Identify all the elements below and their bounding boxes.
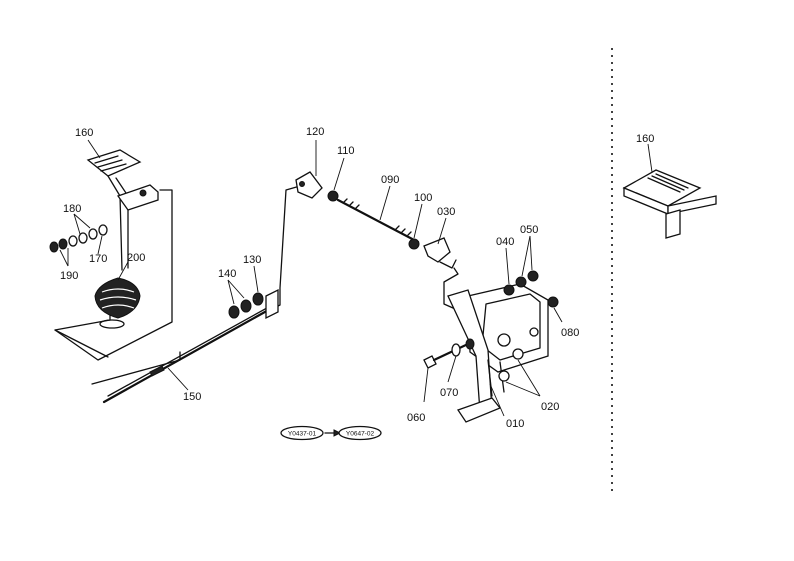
callout-050: 050	[520, 224, 538, 236]
callout-030: 030	[437, 206, 455, 218]
callout-080: 080	[561, 327, 579, 339]
nut-190	[58, 238, 68, 250]
left-pedal-assembly	[49, 139, 173, 361]
callout-160-inset: 160	[636, 133, 654, 145]
shaft-end-plate	[265, 288, 279, 320]
rod-end-030	[423, 237, 451, 263]
bolt-060-head	[423, 355, 437, 369]
callout-130: 130	[243, 254, 261, 266]
nut-040	[503, 284, 515, 296]
serial-range-badge: Y0437-01 Y0647-02	[280, 425, 382, 441]
pedal-bracket	[116, 184, 159, 211]
callout-160: 160	[75, 127, 93, 139]
callout-110: 110	[337, 145, 355, 157]
callout-200: 200	[127, 252, 145, 264]
inset-pedal	[622, 143, 717, 239]
serial-to-text: Y0647-02	[346, 431, 375, 438]
floor-slot	[99, 319, 125, 329]
callout-190: 190	[60, 270, 78, 282]
callout-020: 020	[541, 401, 559, 413]
callout-150: 150	[183, 391, 201, 403]
collar-130	[252, 292, 264, 306]
callout-060: 060	[407, 412, 425, 424]
washer-170	[78, 232, 88, 244]
serial-from-badge	[280, 425, 324, 441]
serial-to-badge	[338, 425, 382, 441]
callout-180: 180	[63, 203, 81, 215]
bolt-060	[432, 342, 470, 362]
nut-080	[547, 296, 559, 308]
callout-140: 140	[218, 268, 236, 280]
cross-shaft-assembly	[91, 185, 301, 404]
clevis-120	[295, 171, 323, 199]
pedal-arm	[107, 175, 129, 271]
callout-170: 170	[89, 253, 107, 265]
rubber-boot	[94, 277, 141, 319]
washer-070	[451, 343, 461, 357]
callout-010: 010	[506, 418, 524, 430]
rod-090	[336, 198, 420, 244]
locknut-110	[327, 190, 339, 202]
inset-pedal-stem	[665, 209, 681, 239]
washer-180	[98, 224, 108, 236]
lever-foot	[456, 397, 502, 423]
callout-labels: 160 180 170 190 200 120 110 090 100 030 …	[60, 126, 654, 430]
callout-100: 100	[414, 192, 432, 204]
serial-from-text: Y0437-01	[288, 431, 317, 438]
cross-shaft	[102, 306, 274, 404]
pedal-support-bracket	[423, 235, 563, 423]
bushing-140	[228, 305, 240, 319]
callout-070: 070	[440, 387, 458, 399]
nut-050	[515, 276, 527, 288]
adjusting-rod-assembly	[295, 140, 457, 269]
callout-120: 120	[306, 126, 324, 138]
callout-040: 040	[496, 236, 514, 248]
nut-100	[408, 238, 420, 250]
callout-090: 090	[381, 174, 399, 186]
